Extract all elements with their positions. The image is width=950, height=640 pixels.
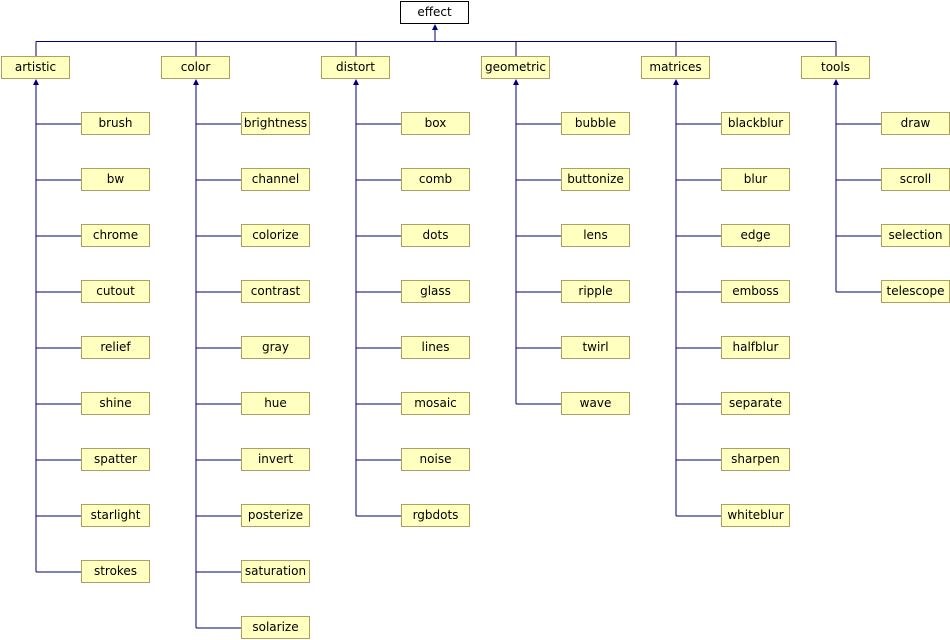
node-draw[interactable]: draw <box>881 112 950 135</box>
node-blackblur[interactable]: blackblur <box>721 112 790 135</box>
node-brightness[interactable]: brightness <box>241 112 310 135</box>
node-glass[interactable]: glass <box>401 280 470 303</box>
node-halfblur[interactable]: halfblur <box>721 336 790 359</box>
node-contrast[interactable]: contrast <box>241 280 310 303</box>
node-mosaic[interactable]: mosaic <box>401 392 470 415</box>
node-posterize[interactable]: posterize <box>241 504 310 527</box>
node-whiteblur[interactable]: whiteblur <box>721 504 790 527</box>
node-blur[interactable]: blur <box>721 168 790 191</box>
arrow-to-tools <box>833 79 839 85</box>
node-solarize[interactable]: solarize <box>241 616 310 639</box>
node-cutout[interactable]: cutout <box>81 280 150 303</box>
node-strokes[interactable]: strokes <box>81 560 150 583</box>
node-lens[interactable]: lens <box>561 224 630 247</box>
node-matrices[interactable]: matrices <box>641 56 710 79</box>
node-chrome[interactable]: chrome <box>81 224 150 247</box>
node-rgbdots[interactable]: rgbdots <box>401 504 470 527</box>
arrow-to-matrices <box>673 79 679 85</box>
node-noise[interactable]: noise <box>401 448 470 471</box>
node-emboss[interactable]: emboss <box>721 280 790 303</box>
node-lines[interactable]: lines <box>401 336 470 359</box>
node-ripple[interactable]: ripple <box>561 280 630 303</box>
arrow-to-color <box>193 79 199 85</box>
arrow-to-effect <box>432 24 438 30</box>
node-scroll[interactable]: scroll <box>881 168 950 191</box>
node-selection[interactable]: selection <box>881 224 950 247</box>
node-starlight[interactable]: starlight <box>81 504 150 527</box>
node-brush[interactable]: brush <box>81 112 150 135</box>
node-relief[interactable]: relief <box>81 336 150 359</box>
node-telescope[interactable]: telescope <box>881 280 950 303</box>
node-geometric[interactable]: geometric <box>481 56 550 79</box>
node-sharpen[interactable]: sharpen <box>721 448 790 471</box>
node-invert[interactable]: invert <box>241 448 310 471</box>
node-tools[interactable]: tools <box>801 56 870 79</box>
node-hue[interactable]: hue <box>241 392 310 415</box>
node-separate[interactable]: separate <box>721 392 790 415</box>
node-color[interactable]: color <box>161 56 230 79</box>
node-gray[interactable]: gray <box>241 336 310 359</box>
arrow-to-artistic <box>33 79 39 85</box>
node-artistic[interactable]: artistic <box>1 56 70 79</box>
node-bubble[interactable]: bubble <box>561 112 630 135</box>
node-comb[interactable]: comb <box>401 168 470 191</box>
node-box[interactable]: box <box>401 112 470 135</box>
arrow-to-geometric <box>513 79 519 85</box>
node-buttonize[interactable]: buttonize <box>561 168 630 191</box>
node-channel[interactable]: channel <box>241 168 310 191</box>
node-colorize[interactable]: colorize <box>241 224 310 247</box>
node-spatter[interactable]: spatter <box>81 448 150 471</box>
node-dots[interactable]: dots <box>401 224 470 247</box>
node-effect[interactable]: effect <box>400 1 469 24</box>
node-edge[interactable]: edge <box>721 224 790 247</box>
node-wave[interactable]: wave <box>561 392 630 415</box>
node-saturation[interactable]: saturation <box>241 560 310 583</box>
node-bw[interactable]: bw <box>81 168 150 191</box>
node-twirl[interactable]: twirl <box>561 336 630 359</box>
node-shine[interactable]: shine <box>81 392 150 415</box>
arrow-to-distort <box>353 79 359 85</box>
node-distort[interactable]: distort <box>321 56 390 79</box>
